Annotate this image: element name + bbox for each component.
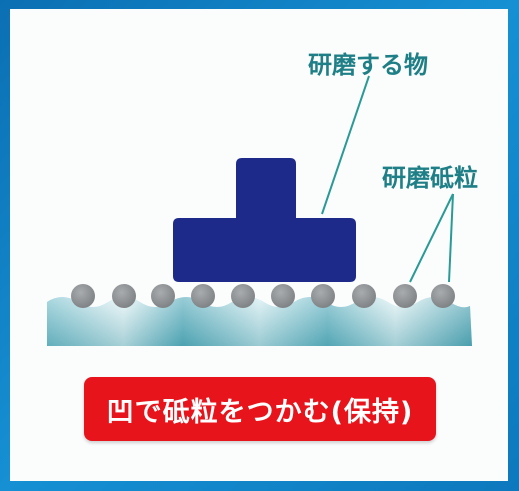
retention-banner: 凹で砥粒をつかむ(保持): [84, 377, 436, 441]
abrasive-grain-5: [231, 284, 255, 308]
abrasive-grain-2: [112, 284, 136, 308]
abrasive-grain-3: [151, 284, 175, 308]
grain-leader-line-1: [409, 193, 454, 283]
polished-object: [173, 158, 356, 282]
abrasive-grains: [71, 284, 455, 308]
grains-label: 研磨砥粒: [382, 164, 478, 192]
abrasive-grain-7: [311, 284, 335, 308]
object-label: 研磨する物: [308, 51, 428, 79]
abrasive-grain-6: [271, 284, 295, 308]
banner-text: 凹で砥粒をつかむ(保持): [106, 396, 414, 428]
abrasive-grain-8: [352, 284, 376, 308]
polishing-pad: [47, 297, 472, 346]
object-leader-line: [321, 75, 370, 215]
abrasive-grain-10: [431, 284, 455, 308]
abrasive-grain-9: [393, 284, 417, 308]
abrasive-grain-1: [71, 284, 95, 308]
grain-leader-line-2: [448, 193, 454, 283]
abrasive-grain-4: [191, 284, 215, 308]
